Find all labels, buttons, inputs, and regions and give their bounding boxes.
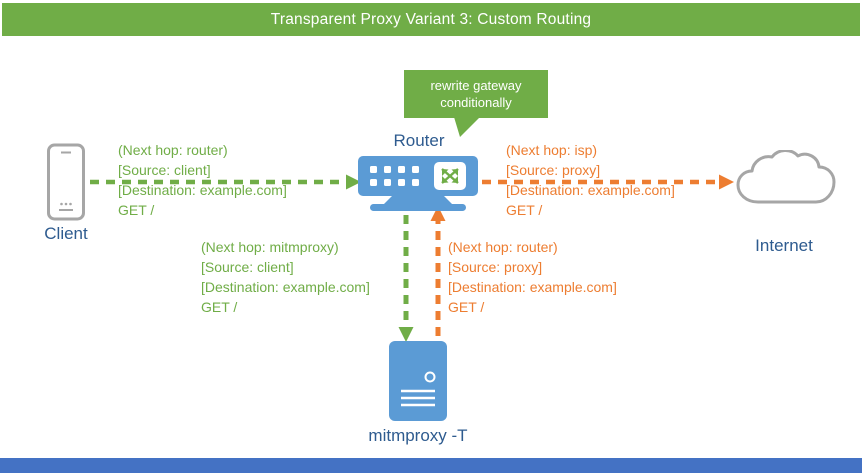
flow-label-router-to-mitmproxy: (Next hop: mitmproxy) [Source: client] [… [201, 237, 370, 317]
internet-label: Internet [755, 236, 813, 255]
callout-text-line1: rewrite gateway [430, 78, 522, 93]
mitmproxy-server-icon [389, 341, 447, 421]
callout-text-line2: conditionally [440, 95, 512, 110]
flow-line: GET / [118, 202, 155, 218]
router-icon [358, 156, 478, 211]
flow-line: (Next hop: mitmproxy) [201, 239, 339, 255]
title-bar: Transparent Proxy Variant 3: Custom Rout… [2, 3, 860, 36]
flow-line: GET / [201, 299, 238, 315]
flow-label-mitmproxy-to-router: (Next hop: router) [Source: proxy] [Dest… [448, 237, 617, 317]
callout-rewrite-gateway: rewrite gateway conditionally [404, 70, 548, 118]
flow-line: (Next hop: router) [118, 142, 228, 158]
flow-line: GET / [506, 202, 543, 218]
mitmproxy-label: mitmproxy -T [368, 426, 468, 445]
flow-line: (Next hop: isp) [506, 142, 598, 158]
flow-line: [Source: proxy] [506, 162, 601, 178]
client-phone-icon [47, 143, 85, 221]
flow-label-router-to-internet: (Next hop: isp) [Source: proxy] [Destina… [506, 140, 675, 220]
diagram-title: Transparent Proxy Variant 3: Custom Rout… [270, 10, 592, 28]
internet-cloud-icon [736, 150, 836, 204]
client-label: Client [44, 224, 88, 243]
flow-line: [Destination: example.com] [448, 279, 617, 295]
flow-line: (Next hop: router) [448, 239, 558, 255]
flow-line: [Source: proxy] [448, 259, 543, 275]
flow-line: [Source: client] [201, 259, 294, 275]
flow-line: [Destination: example.com] [118, 182, 287, 198]
router-label: Router [393, 131, 445, 150]
arrow-router-to-mitmproxy [398, 215, 414, 342]
callout-tail [454, 117, 480, 137]
arrow-mitmproxy-to-router [430, 206, 446, 336]
footer-bar [0, 458, 862, 473]
flow-line: [Destination: example.com] [506, 182, 675, 198]
flow-line: [Destination: example.com] [201, 279, 370, 295]
flow-label-client-to-router: (Next hop: router) [Source: client] [Des… [118, 140, 287, 220]
flow-line: [Source: client] [118, 162, 211, 178]
flow-line: GET / [448, 299, 485, 315]
